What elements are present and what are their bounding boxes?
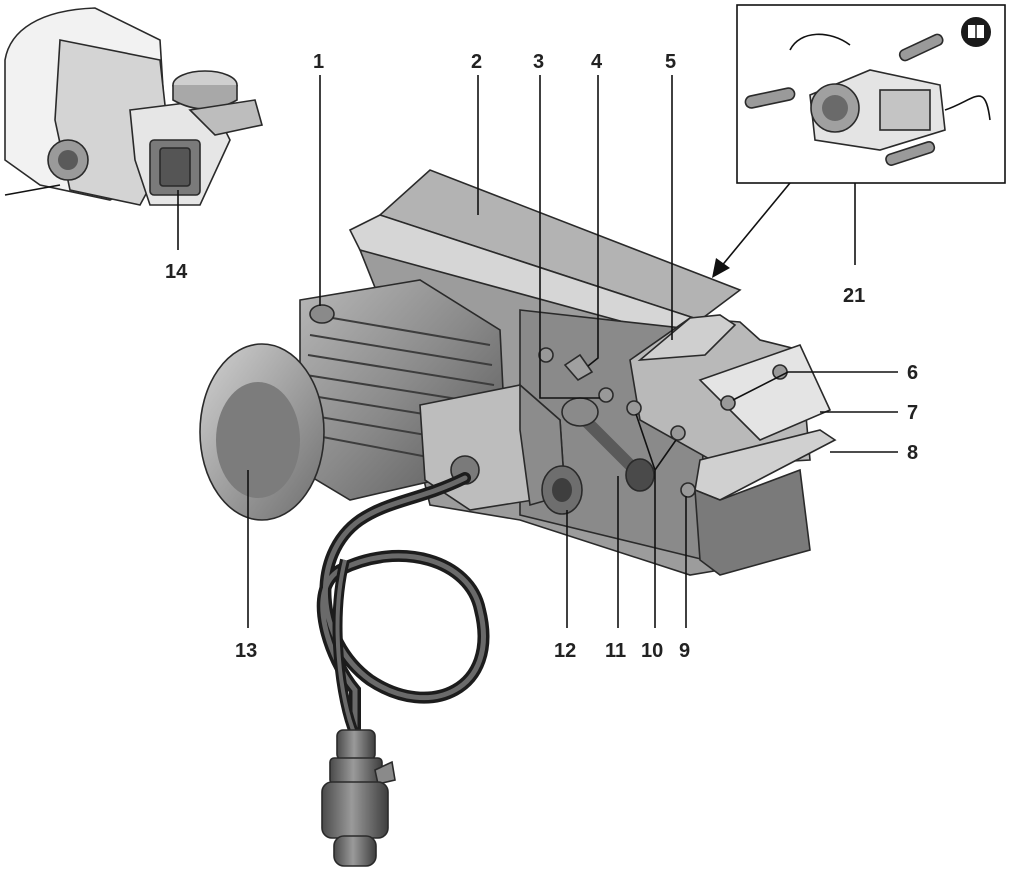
- callout-11: 11: [605, 640, 626, 662]
- callout-6: 6: [907, 362, 918, 384]
- callout-10: 10: [641, 640, 663, 662]
- arrow-inset: [712, 182, 791, 278]
- detail-view-switch: [4, 7, 264, 206]
- power-cable: [316, 472, 490, 746]
- plug: [321, 729, 396, 867]
- inset-accessories: [736, 4, 1006, 184]
- callout-8: 8: [907, 442, 918, 464]
- callout-12: 12: [554, 640, 576, 662]
- callout-7: 7: [907, 402, 918, 424]
- callout-9: 9: [679, 640, 690, 662]
- main-machine: [199, 169, 837, 576]
- callout-21: 21: [843, 285, 865, 307]
- callout-13: 13: [235, 640, 257, 662]
- callout-2: 2: [471, 51, 482, 73]
- callout-1: 1: [313, 51, 324, 73]
- callout-4: 4: [591, 51, 603, 73]
- callout-3: 3: [533, 51, 544, 73]
- callout-14: 14: [165, 261, 188, 283]
- callout-5: 5: [665, 51, 676, 73]
- leader-lines: [247, 75, 898, 628]
